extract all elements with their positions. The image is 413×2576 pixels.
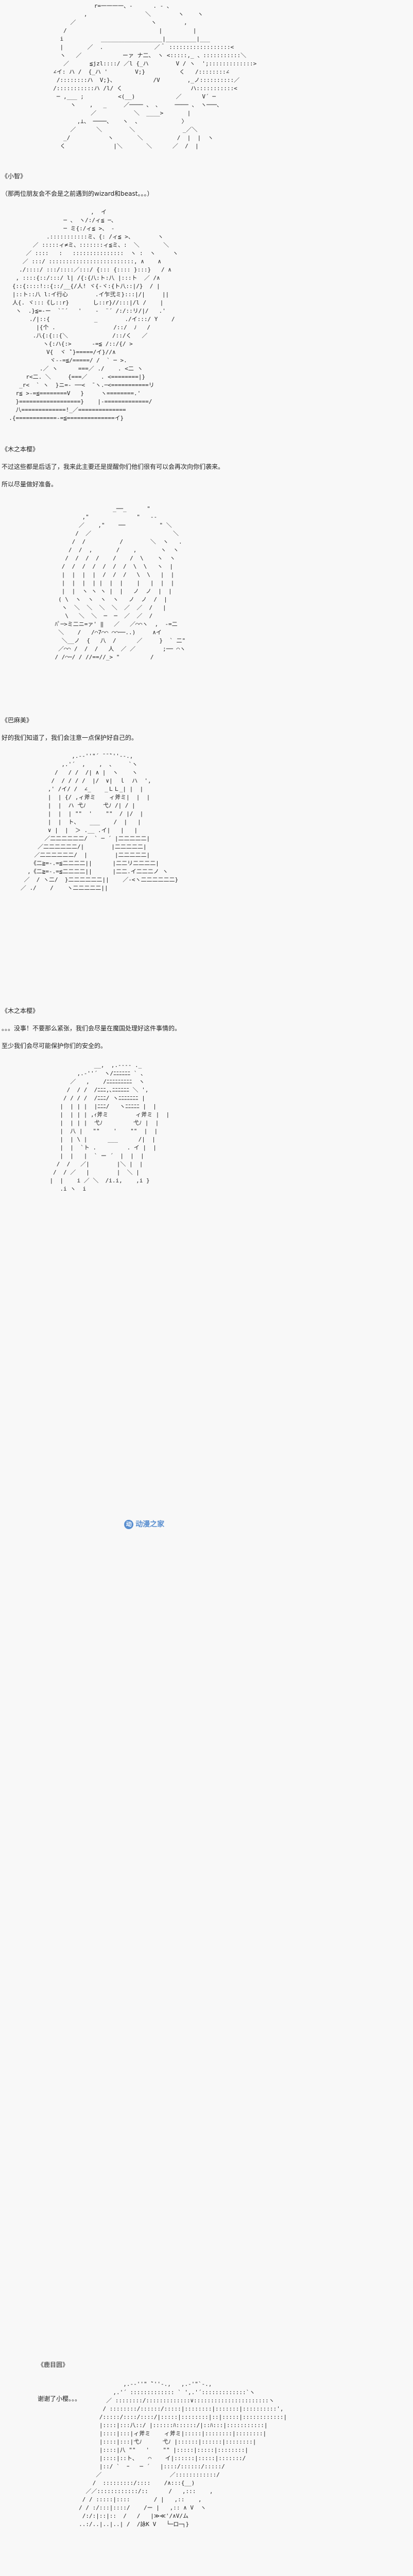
speaker-name: 《木之本樱》 xyxy=(2,446,39,453)
ascii-art-satoshi: r=一一一一、- . - 、 , ＼ ヽ ヽ ／ ヽ , / | | i ___… xyxy=(53,3,257,149)
speaker-name: 《小智》 xyxy=(2,173,27,180)
dialog-line: 不过这些都是后话了，我来此主要还是提醒你们他们很有可以会再次向你们袭来。 xyxy=(2,463,225,470)
dialog-block: 《鹿目圆》 谢谢了小樱。。。 xyxy=(38,2344,81,2419)
dialog-block: 《木之本樱》 虽然想说事情交代完了该回去了，但你们是不是在开女子聚会？ xyxy=(38,2573,211,2576)
logo-icon: 动 xyxy=(124,1520,134,1529)
dialog-block: 《木之本樱》 。。。没事！不要那么紧张，我们会尽量在魔国处理好这件事情的。 至少… xyxy=(2,1007,181,1050)
dialog-line: 至少我们会尽可能保护你们的安全的。 xyxy=(2,1042,107,1049)
ascii-art-sakura-1: , イ ─ 、 ヽ/:/ィ≦ ─、 ─ ミ{:/ィ≦ >、 - .:::::::… xyxy=(9,209,179,421)
dialog-block: 《巴麻美》 好的我们知道了，我们会注意一点保护好自己的。 xyxy=(2,716,137,742)
speaker-name: 《巴麻美》 xyxy=(2,717,33,724)
dialog-block: 《小智》 （那两位朋友会不会是之前遇到的wizard和beast。。。） xyxy=(2,172,153,198)
dialog-line: 所以尽量做好准备。 xyxy=(2,481,58,488)
dialog-line: （那两位朋友会不会是之前遇到的wizard和beast。。。） xyxy=(2,190,153,197)
ascii-art-mami: _──_ " ," " -- ／ ," ── " ＼ / ／ ＼ / / / ＼… xyxy=(55,505,186,660)
dialog-block: 《木之本樱》 不过这些都是后话了，我来此主要还是提醒你们他们很有可以会再次向你们… xyxy=(2,445,224,488)
ascii-art-sakura-2: ,.-‐''"´ ̄ ̄ ̄`''‐-., ,.'´ , , 、 `ヽ / / … xyxy=(20,753,179,891)
dialog-line: 谢谢了小樱。。。 xyxy=(38,2395,81,2402)
dialog-line: 。。。没事！不要那么紧张，我们会尽量在魔国处理好这件事情的。 xyxy=(2,1025,181,1032)
speaker-name: 《木之本樱》 xyxy=(2,1007,39,1014)
ascii-art-madoka: __, ,.-‐‐- ._ ,.-''´ ヽ/ﾆﾆﾆﾆﾆﾆ ` 、 ／ , /ﾆ… xyxy=(36,1061,287,2528)
site-watermark: 动 动漫之家 xyxy=(124,1520,164,1529)
speaker-name: 《鹿目圆》 xyxy=(38,2361,69,2368)
ascii-art-group: ,.-‐''" ̄`''‐., ,.-'"`‐., ,.'´ :::::::::… xyxy=(79,2381,287,2528)
dialog-line: 好的我们知道了，我们会注意一点保护好自己的。 xyxy=(2,734,138,741)
watermark-text: 动漫之家 xyxy=(135,1520,165,1529)
